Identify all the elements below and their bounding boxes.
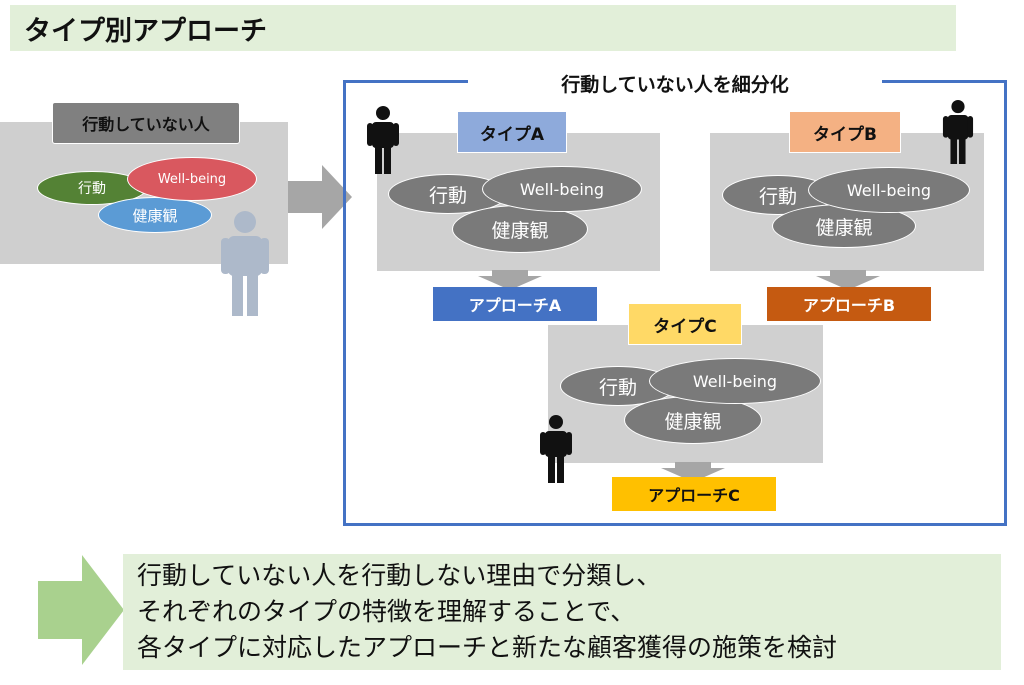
summary-box: 行動していない人を行動しない理由で分類し、 それぞれのタイプの特徴を理解すること…	[123, 554, 1001, 670]
arrow-down-icon	[816, 270, 880, 290]
approach-b-box: アプローチB	[767, 287, 931, 321]
summary-line: 行動していない人を行動しない理由で分類し、	[137, 561, 662, 590]
person-icon	[540, 415, 572, 483]
type-a-label: タイプA	[457, 111, 567, 153]
type-c-health-view-ellipse: 健康観	[624, 396, 762, 444]
approach-a-box: アプローチA	[433, 287, 597, 321]
person-icon	[942, 100, 974, 164]
arrow-down-icon	[661, 462, 725, 482]
person-icon	[367, 106, 399, 174]
arrow-right-icon	[38, 555, 124, 665]
approach-c-box: アプローチC	[612, 477, 776, 511]
type-c-label: タイプC	[628, 303, 742, 345]
not-acting-label: 行動していない人	[52, 102, 240, 144]
summary-line: 各タイプに対応したアプローチと新たな顧客獲得の施策を検討	[137, 633, 838, 662]
subdivide-title: 行動していない人を細分化	[468, 66, 882, 100]
summary-line: それぞれのタイプの特徴を理解することで、	[137, 597, 636, 626]
health-view-ellipse: 健康観	[98, 197, 212, 233]
person-icon	[221, 211, 269, 316]
arrow-right-icon	[288, 165, 352, 229]
arrow-down-icon	[478, 270, 542, 290]
wellbeing-ellipse: Well-being	[127, 157, 257, 201]
type-b-label: タイプB	[789, 111, 901, 153]
page-title: タイプ別アプローチ	[10, 5, 956, 51]
type-b-wellbeing-ellipse: Well-being	[808, 167, 970, 213]
type-a-wellbeing-ellipse: Well-being	[482, 166, 642, 212]
type-a-health-view-ellipse: 健康観	[452, 205, 588, 253]
type-c-wellbeing-ellipse: Well-being	[649, 358, 821, 404]
